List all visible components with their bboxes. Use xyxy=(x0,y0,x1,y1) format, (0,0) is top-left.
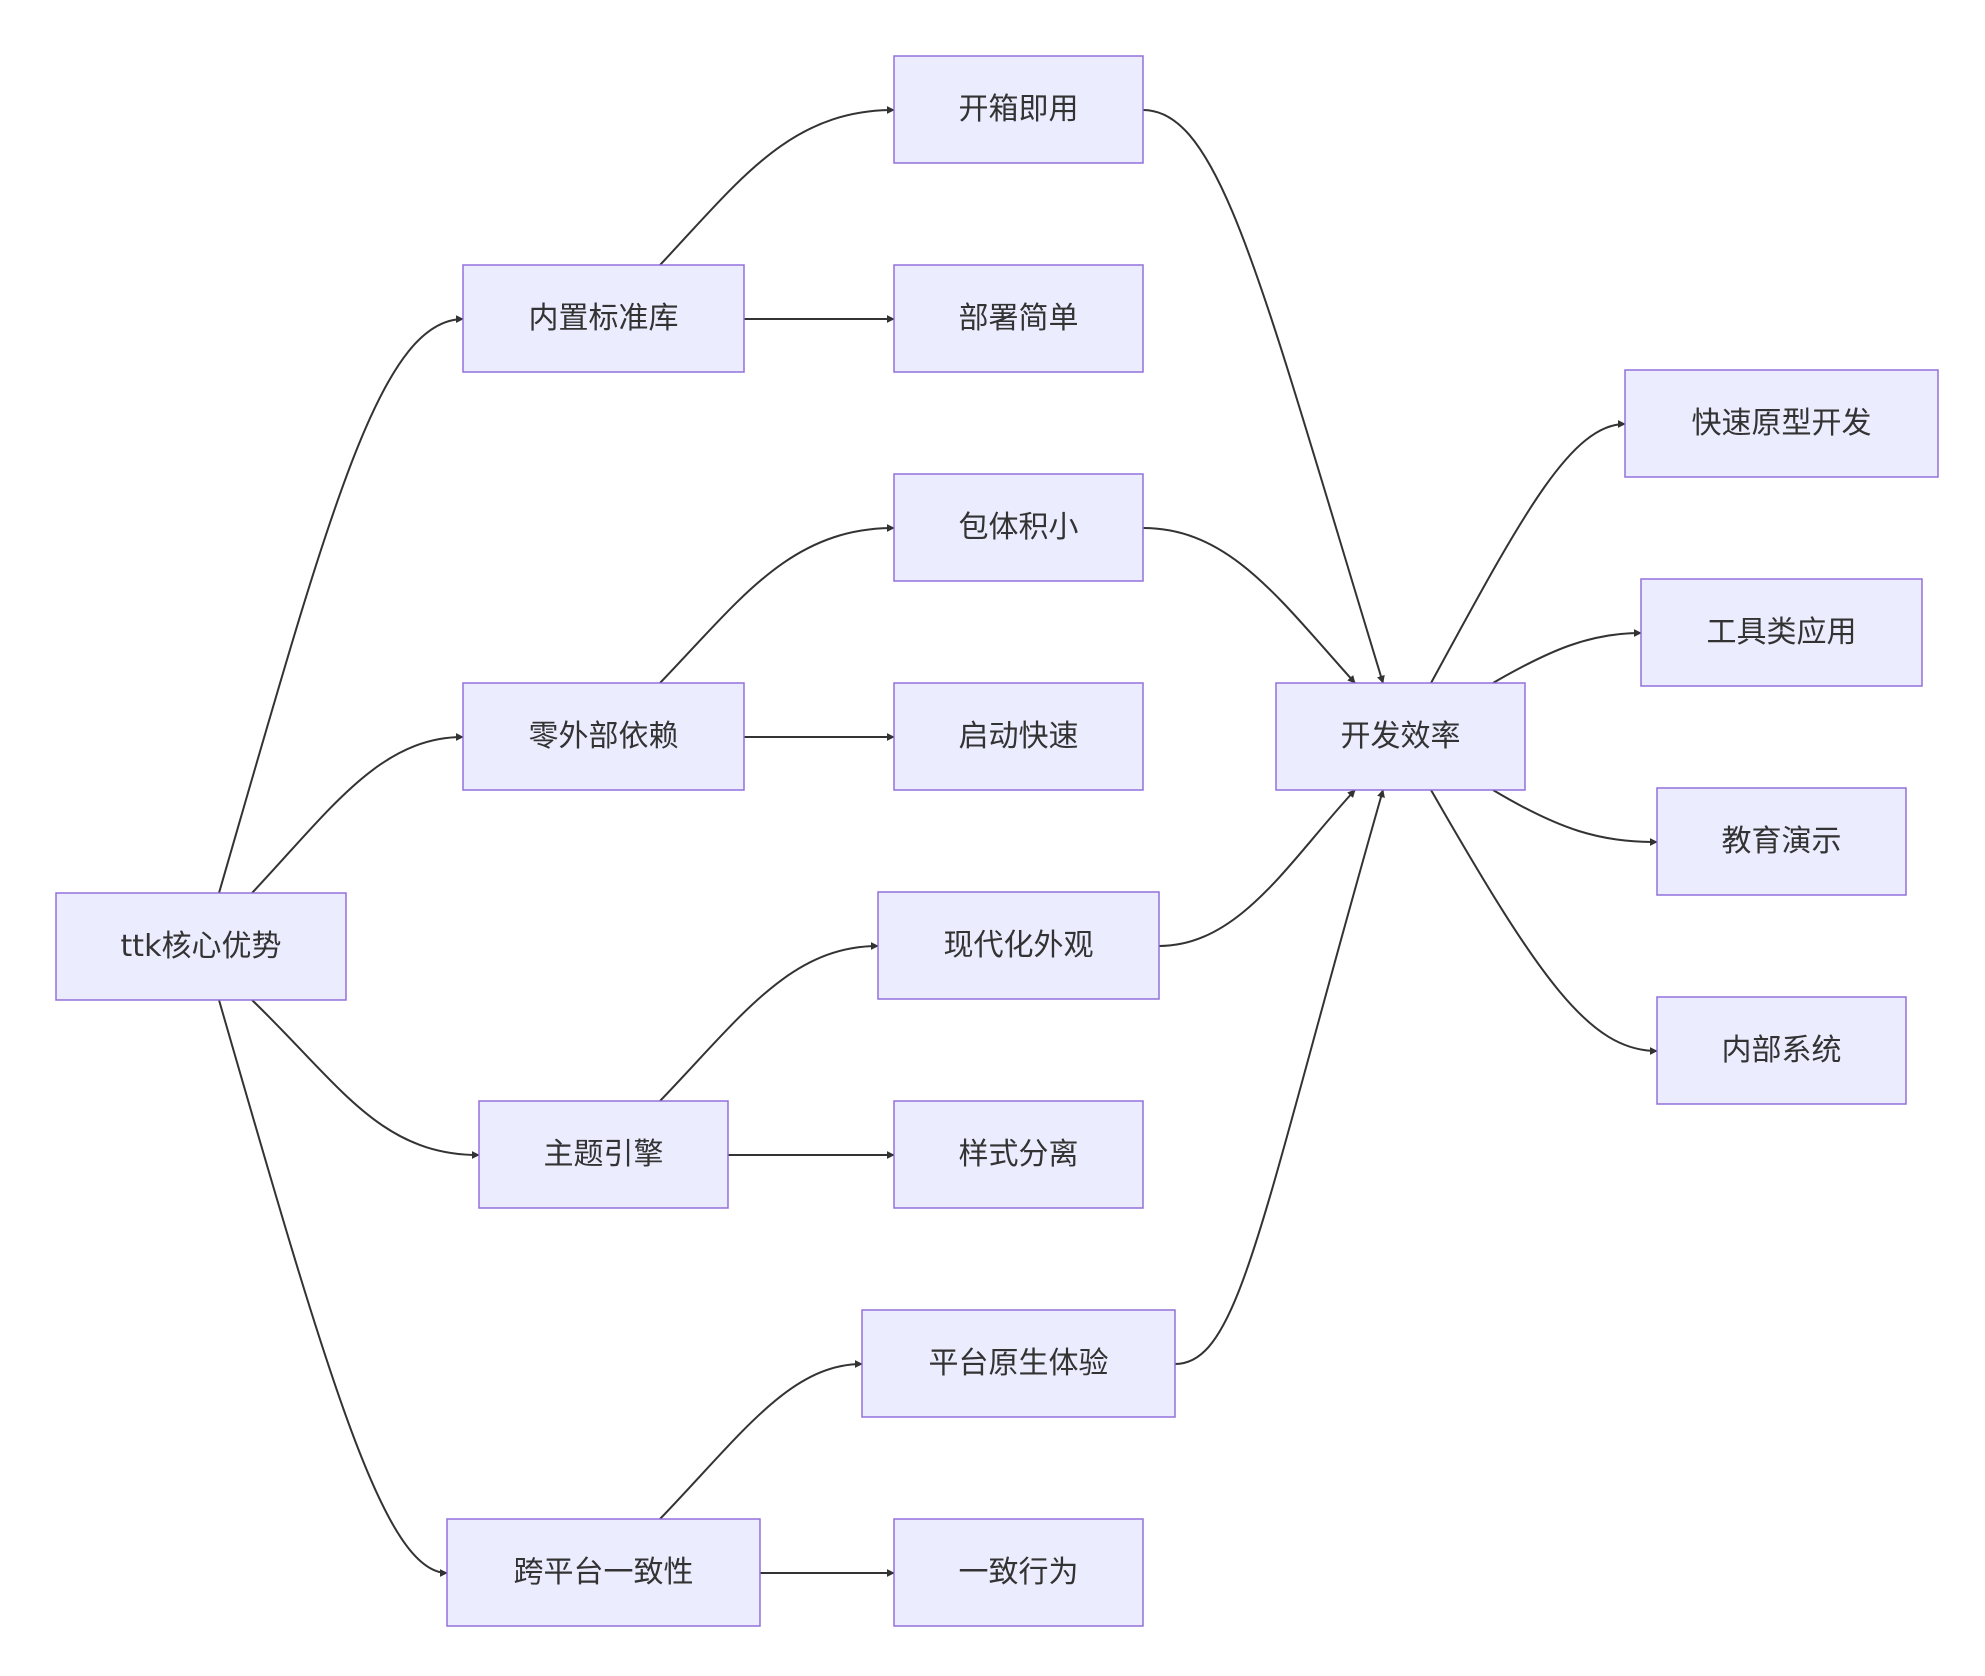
node-box xyxy=(861,1309,1176,1418)
edge-smallpkg-devefficiency xyxy=(1142,527,1356,684)
node-stylesep: 样式分离 xyxy=(893,1100,1144,1209)
edge-core-theme xyxy=(251,999,480,1159)
node-core: ttk核心优势 xyxy=(55,892,347,1001)
node-box xyxy=(1275,682,1526,791)
node-label: 跨平台一致性 xyxy=(514,1555,694,1590)
node-education: 教育演示 xyxy=(1656,787,1907,896)
node-box xyxy=(1656,996,1907,1105)
node-modern: 现代化外观 xyxy=(877,891,1160,1000)
node-label: 开发效率 xyxy=(1341,719,1461,754)
node-label: 平台原生体验 xyxy=(929,1346,1109,1381)
node-prototype: 快速原型开发 xyxy=(1624,369,1939,478)
edge-devefficiency-tools xyxy=(1492,629,1642,684)
node-label: ttk核心优势 xyxy=(121,929,282,964)
node-label: 一致行为 xyxy=(959,1555,1079,1590)
node-native: 平台原生体验 xyxy=(861,1309,1176,1418)
node-label: 快速原型开发 xyxy=(1692,406,1872,441)
edge-builtin-outofbox xyxy=(659,106,895,266)
node-outofbox: 开箱即用 xyxy=(893,55,1144,164)
node-box xyxy=(55,892,347,1001)
node-box xyxy=(893,1100,1144,1209)
node-box xyxy=(478,1100,729,1209)
node-box xyxy=(1656,787,1907,896)
node-label: 主题引擎 xyxy=(544,1137,664,1172)
edge-modern-devefficiency xyxy=(1158,789,1356,947)
node-smallpkg: 包体积小 xyxy=(893,473,1144,582)
edge-outofbox-devefficiency xyxy=(1142,109,1385,684)
edges-layer xyxy=(218,106,1658,1577)
node-tools: 工具类应用 xyxy=(1640,578,1923,687)
node-box xyxy=(893,473,1144,582)
node-internal: 内部系统 xyxy=(1656,996,1907,1105)
edge-core-zerodep xyxy=(251,733,464,894)
edge-core-crossplat xyxy=(218,999,448,1577)
node-box xyxy=(1624,369,1939,478)
node-theme: 主题引擎 xyxy=(478,1100,729,1209)
node-box xyxy=(462,264,745,373)
node-box xyxy=(893,55,1144,164)
node-box xyxy=(877,891,1160,1000)
node-label: 部署简单 xyxy=(959,301,1079,336)
node-box xyxy=(893,1518,1144,1627)
node-devefficiency: 开发效率 xyxy=(1275,682,1526,791)
node-box xyxy=(893,682,1144,791)
node-faststart: 启动快速 xyxy=(893,682,1144,791)
node-label: 启动快速 xyxy=(959,719,1079,754)
node-box xyxy=(1640,578,1923,687)
node-box xyxy=(446,1518,761,1627)
node-box xyxy=(893,264,1144,373)
node-crossplat: 跨平台一致性 xyxy=(446,1518,761,1627)
node-builtin: 内置标准库 xyxy=(462,264,745,373)
node-label: 包体积小 xyxy=(959,510,1079,545)
node-label: 内置标准库 xyxy=(529,301,679,336)
node-consistent: 一致行为 xyxy=(893,1518,1144,1627)
node-label: 教育演示 xyxy=(1722,824,1842,859)
edge-native-devefficiency xyxy=(1174,789,1385,1365)
edge-theme-modern xyxy=(659,942,879,1102)
edge-crossplat-native xyxy=(659,1360,863,1520)
node-label: 样式分离 xyxy=(959,1137,1079,1172)
edge-devefficiency-education xyxy=(1492,789,1658,846)
node-label: 工具类应用 xyxy=(1707,615,1857,650)
edge-zerodep-smallpkg xyxy=(659,524,895,684)
edge-devefficiency-internal xyxy=(1430,789,1658,1055)
node-label: 内部系统 xyxy=(1722,1033,1842,1068)
edge-core-builtin xyxy=(218,315,464,894)
node-label: 现代化外观 xyxy=(944,928,1094,963)
node-label: 零外部依赖 xyxy=(529,719,679,754)
node-box xyxy=(462,682,745,791)
node-label: 开箱即用 xyxy=(959,92,1079,127)
node-deploy: 部署简单 xyxy=(893,264,1144,373)
edge-devefficiency-prototype xyxy=(1430,420,1626,684)
node-zerodep: 零外部依赖 xyxy=(462,682,745,791)
